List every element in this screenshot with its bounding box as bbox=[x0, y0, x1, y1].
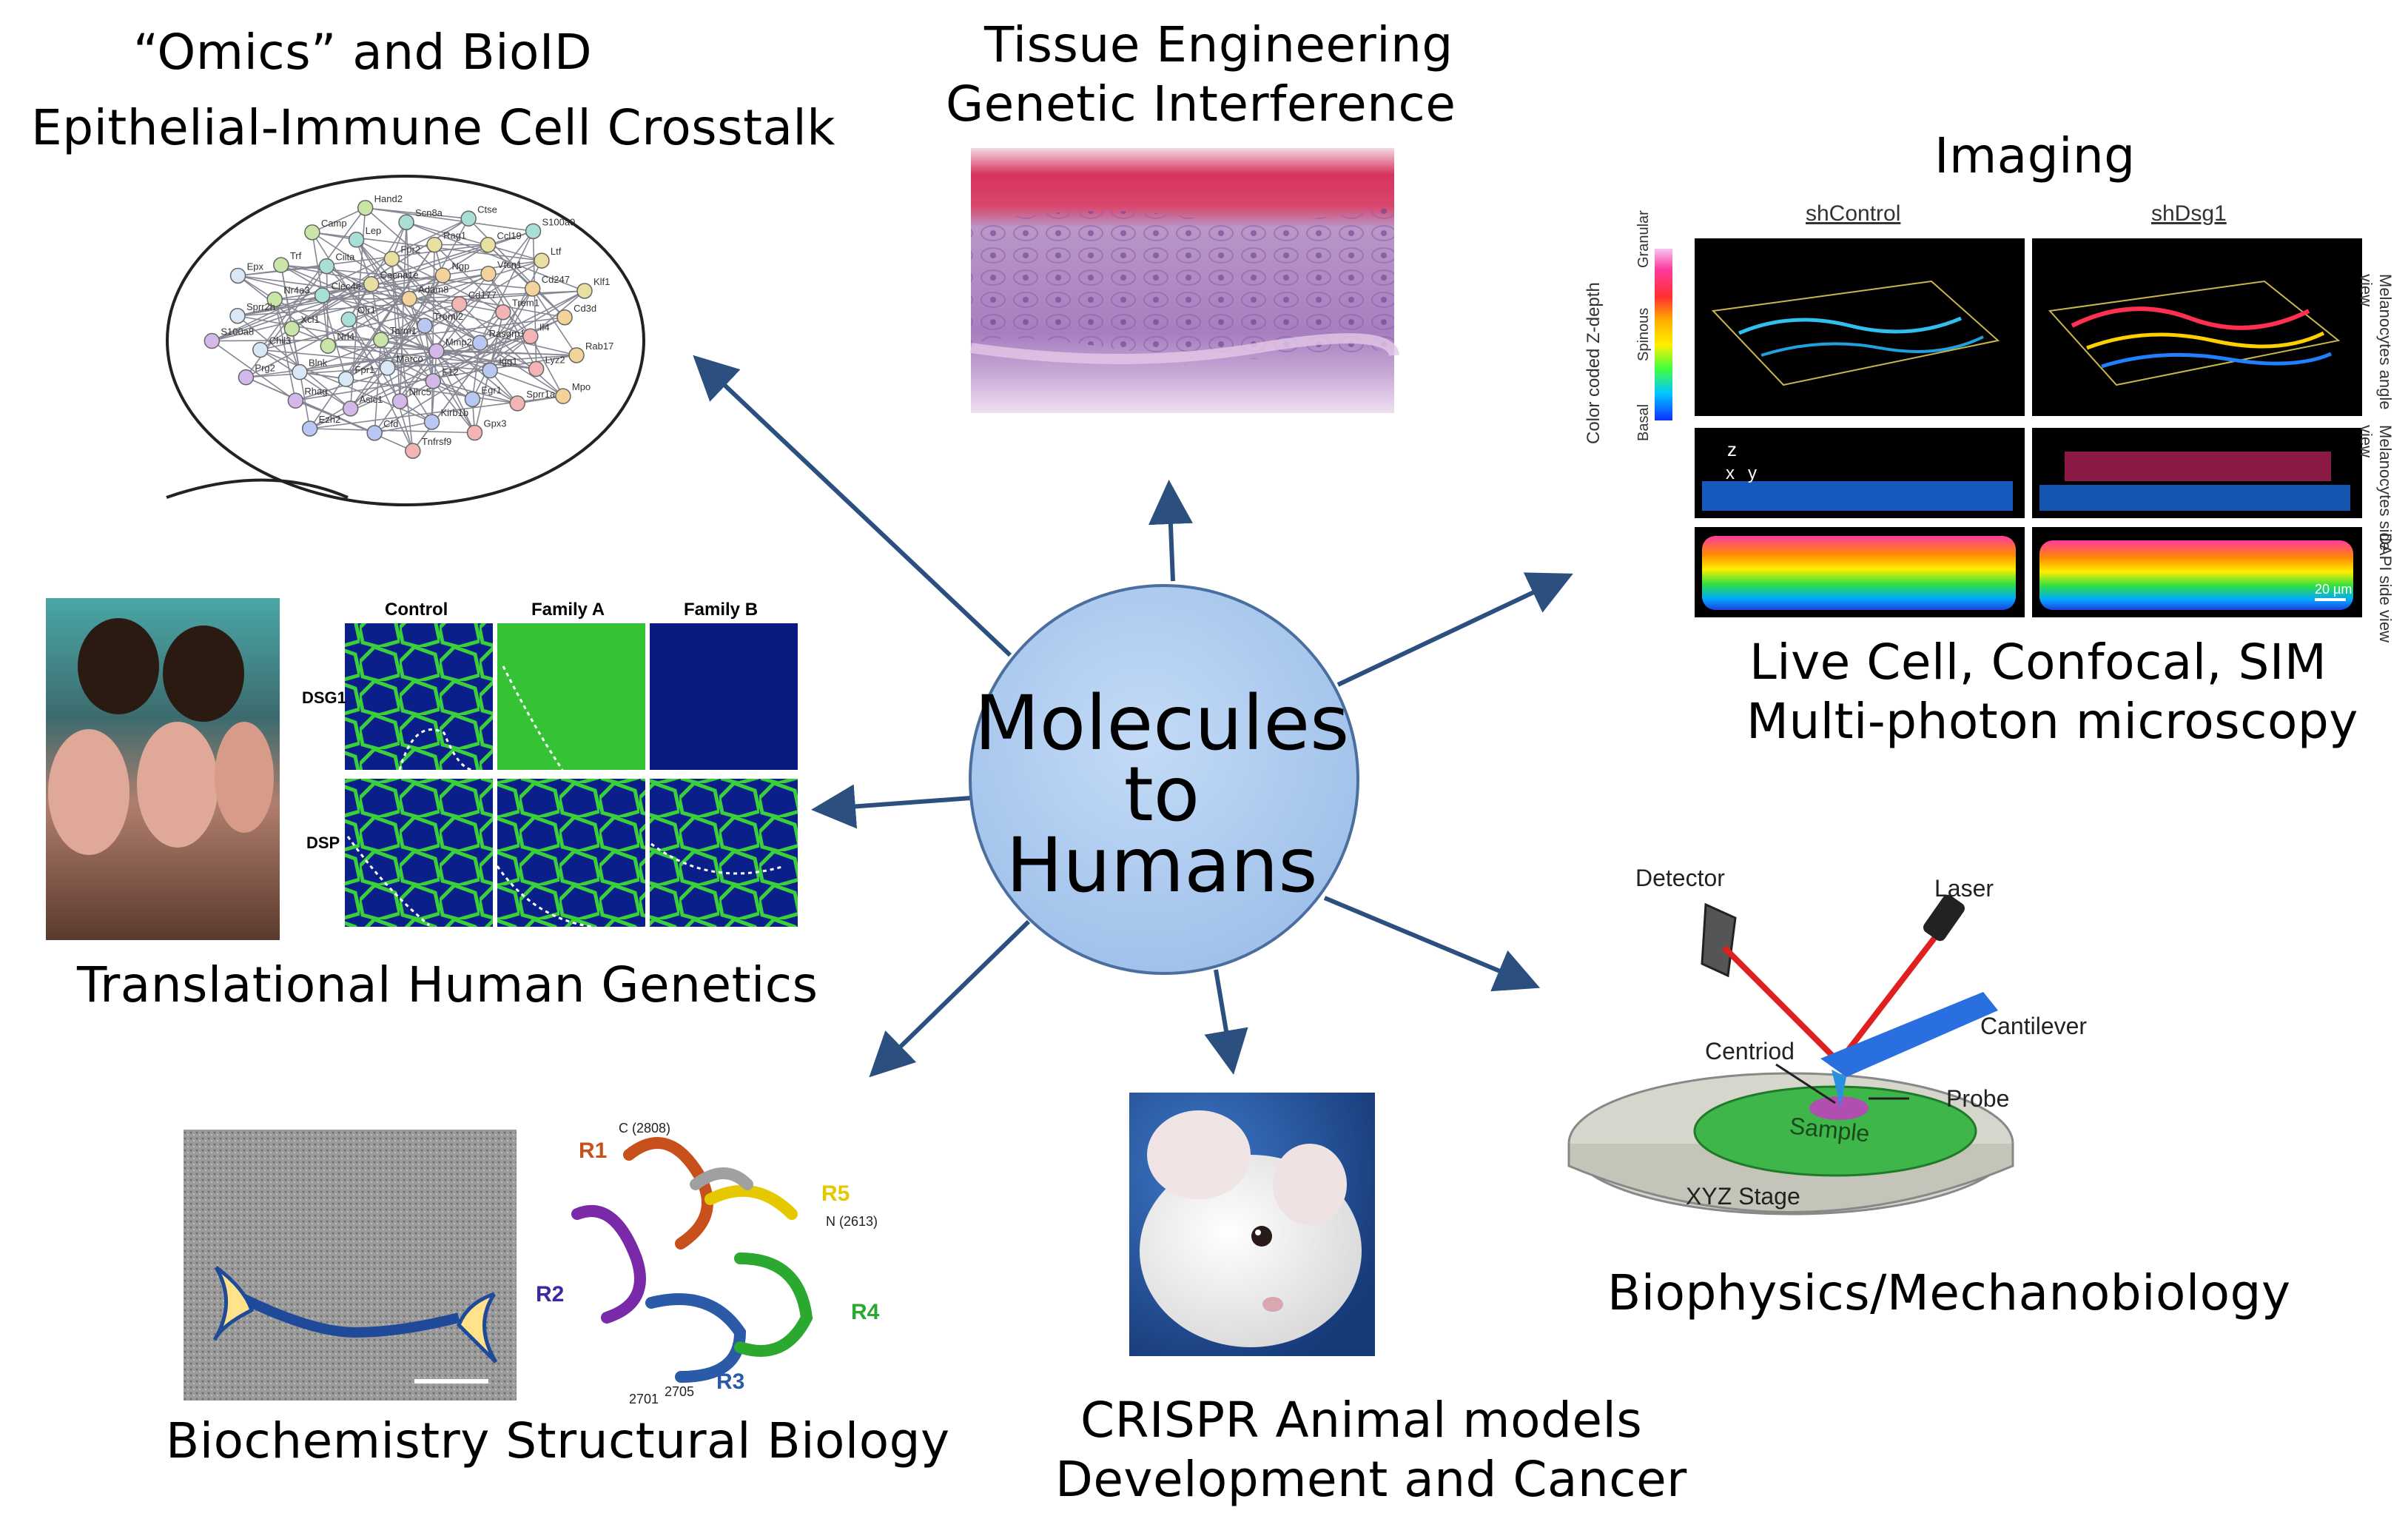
omics-title-2: Epithelial-Immune Cell Crosstalk bbox=[31, 99, 835, 156]
omics-title-1: “Omics” and BioID bbox=[133, 24, 593, 81]
center-line-2: to bbox=[1123, 751, 1200, 839]
arrow-to-imaging bbox=[1336, 572, 1573, 687]
imaging-title: Imaging bbox=[1934, 127, 2136, 184]
biochem-res-2701: 2701 bbox=[629, 1392, 659, 1406]
imaging-subtitle-2: Multi-photon microscopy bbox=[1746, 693, 2358, 750]
biochem-r2: R2 bbox=[536, 1282, 565, 1307]
imaging-axis-x: x bbox=[1726, 463, 1735, 483]
imaging-scale-bar: 20 µm bbox=[2315, 582, 2352, 597]
imaging-depth-granular: Granular bbox=[1635, 210, 1652, 268]
arrow-to-biophysics bbox=[1323, 896, 1541, 992]
genetics-col-control: Control bbox=[385, 600, 448, 620]
center-circle bbox=[969, 584, 1359, 975]
imaging-row3-label: DAPI side view bbox=[2376, 533, 2395, 643]
genetics-col-family-b: Family B bbox=[684, 600, 759, 620]
biophysics-title: Biophysics/Mechanobiology bbox=[1607, 1264, 2291, 1321]
imaging-depth-label: Color coded Z-depth bbox=[1584, 282, 1604, 444]
crispr-title-1: CRISPR Animal models bbox=[1080, 1392, 1643, 1449]
arrow-to-biochem bbox=[869, 919, 1031, 1078]
biochem-r3: R3 bbox=[716, 1369, 745, 1394]
center-line-1: Molecules bbox=[974, 680, 1350, 768]
imaging-subtitle-1: Live Cell, Confocal, SIM bbox=[1749, 634, 2327, 691]
imaging-col-shdsg1: shDsg1 bbox=[2151, 201, 2227, 226]
biochem-res-2705: 2705 bbox=[665, 1384, 695, 1399]
biochem-title: Biochemistry Structural Biology bbox=[166, 1412, 950, 1469]
genetics-row-dsg1: DSG1 bbox=[302, 688, 346, 707]
biochem-r1: R1 bbox=[579, 1138, 608, 1163]
afm-laser-label: Laser bbox=[1934, 875, 1994, 902]
center-label: Molecules to Humans bbox=[969, 680, 1354, 910]
imaging-row1-label: Melanocytes angle view bbox=[2357, 274, 2395, 410]
afm-stage-label: XYZ Stage bbox=[1686, 1183, 1800, 1210]
genetics-col-family-a: Family A bbox=[531, 600, 605, 620]
afm-detector-label: Detector bbox=[1635, 865, 1725, 891]
genetics-row-dsp: DSP bbox=[306, 834, 340, 852]
afm-centroid-label: Centriod bbox=[1705, 1038, 1795, 1064]
biochem-n-terminus: N (2613) bbox=[826, 1214, 878, 1229]
biochem-r5: R5 bbox=[821, 1181, 850, 1206]
biochem-r4: R4 bbox=[851, 1300, 880, 1324]
biochem-c-terminus: C (2808) bbox=[619, 1121, 671, 1136]
tissue-title-2: Genetic Interference bbox=[946, 76, 1456, 133]
arrow-to-crispr bbox=[1204, 969, 1248, 1075]
arrow-to-genetics bbox=[811, 784, 972, 829]
tissue-title-1: Tissue Engineering bbox=[984, 16, 1453, 73]
imaging-col-shcontrol: shControl bbox=[1806, 201, 1901, 226]
imaging-axis-z: z bbox=[1727, 438, 1737, 460]
center-line-3: Humans bbox=[1006, 822, 1318, 910]
imaging-depth-basal: Basal bbox=[1635, 403, 1652, 441]
genetics-title: Translational Human Genetics bbox=[77, 956, 818, 1013]
afm-cantilever-label: Cantilever bbox=[1980, 1013, 2088, 1039]
crispr-title-2: Development and Cancer bbox=[1055, 1451, 1687, 1508]
imaging-axis-y: y bbox=[1748, 463, 1757, 483]
arrow-to-tissue bbox=[1148, 480, 1193, 582]
arrow-to-omics bbox=[693, 355, 1012, 657]
afm-probe-label: Probe bbox=[1946, 1085, 2010, 1112]
imaging-depth-spinous: Spinous bbox=[1635, 307, 1652, 361]
